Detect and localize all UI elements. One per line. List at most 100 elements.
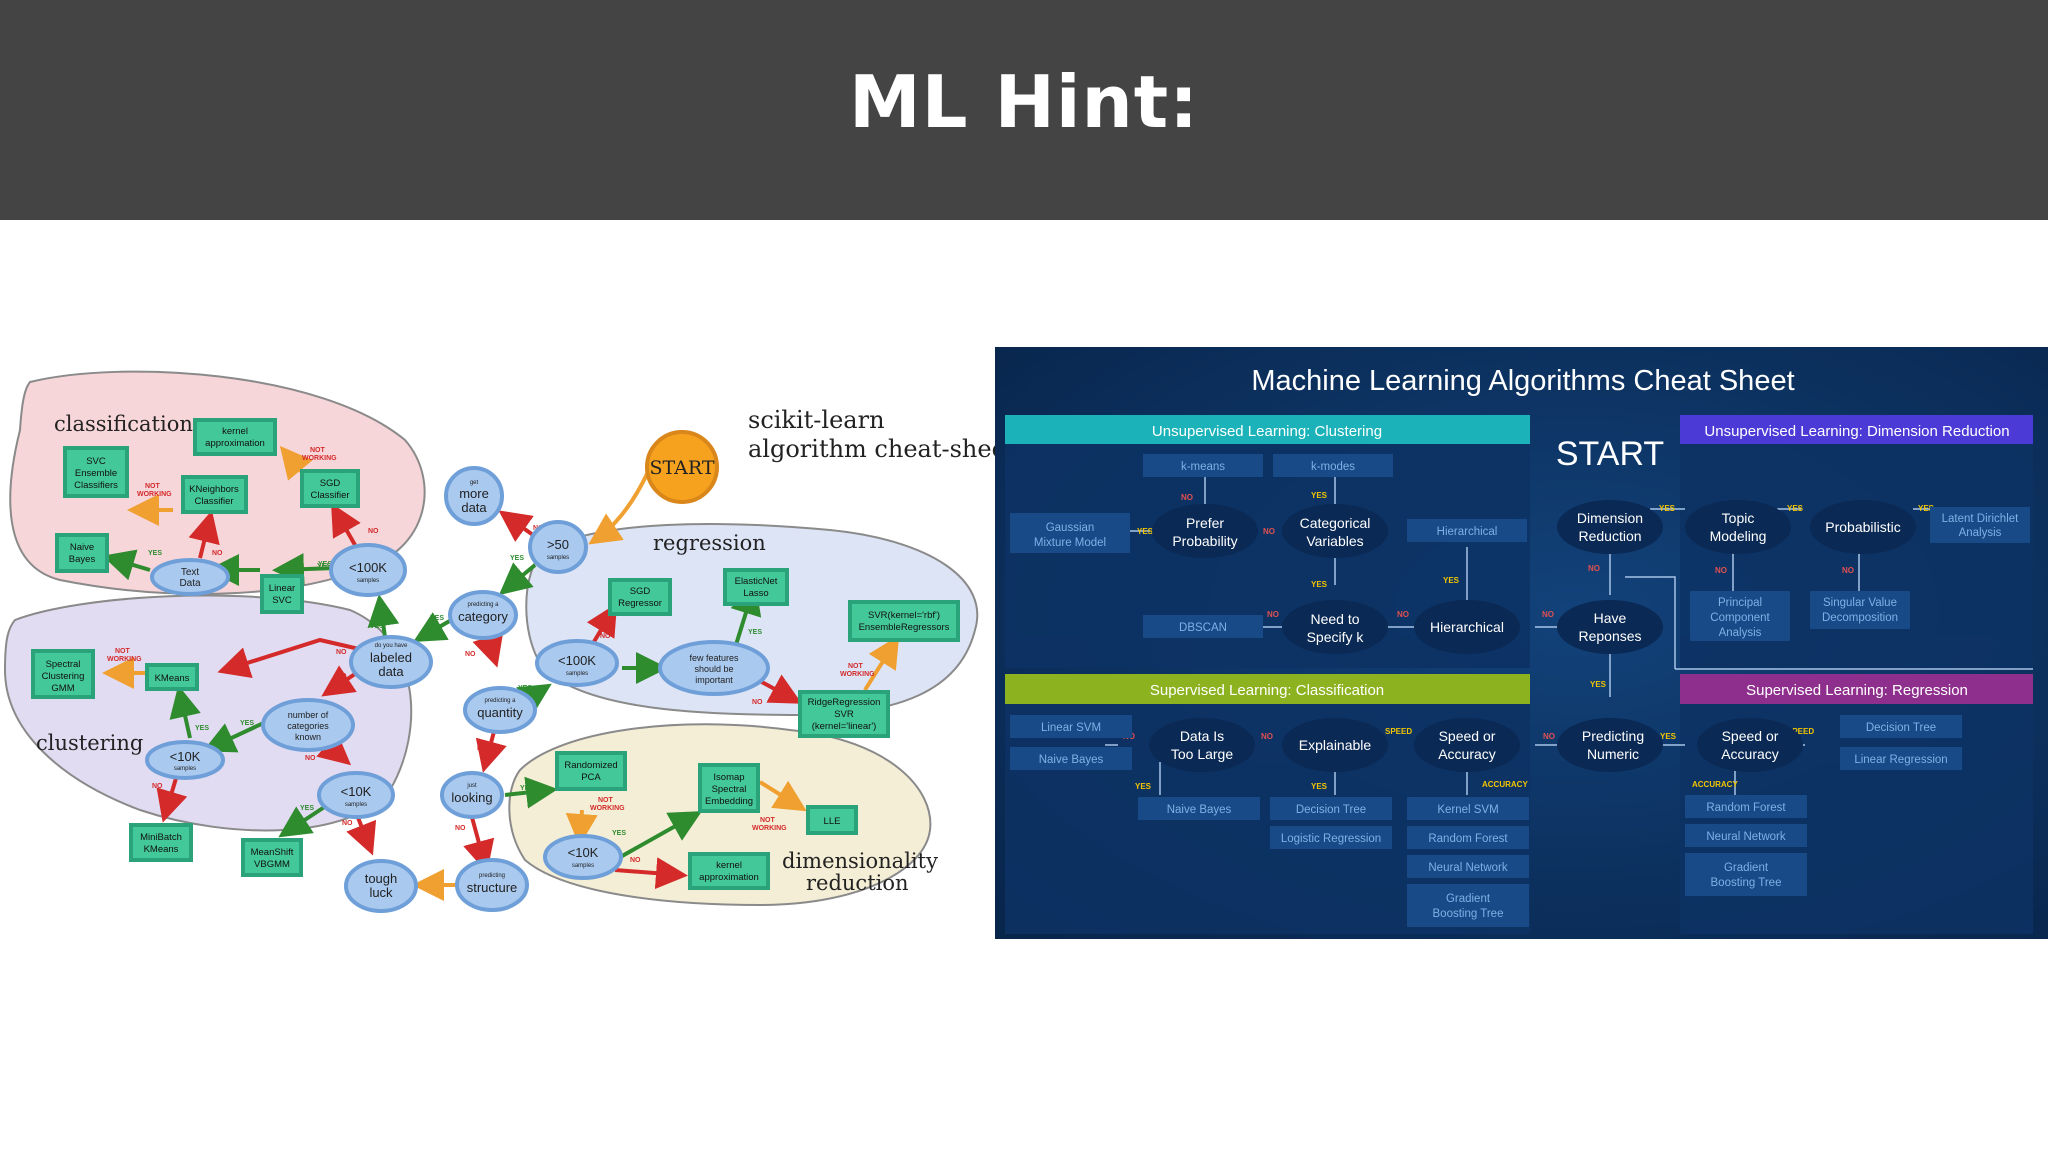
box-kneighbors <box>181 475 248 514</box>
label-no: NO <box>465 651 476 658</box>
minibatch-1: MiniBatch <box>140 832 182 843</box>
az-no: NO <box>1543 732 1555 741</box>
node-more-data <box>444 466 504 526</box>
few-features-l3: important <box>695 675 733 685</box>
kernel-approx-c-1: kernel <box>222 426 248 437</box>
num-cat-l3: known <box>295 732 321 742</box>
dimred-label-1: dimensionality <box>782 849 938 873</box>
az-yes: YES <box>1918 504 1935 513</box>
az-gbt-r-1: Gradient <box>1724 862 1769 874</box>
az-gmm-1: Gaussian <box>1046 522 1095 534</box>
sklearn-algorithm-boxes <box>31 418 960 890</box>
sgd-regressor-2: Regressor <box>618 598 662 609</box>
az-node-pred-num <box>1557 718 1663 772</box>
az-lda-1: Latent Dirichlet <box>1942 513 2020 525</box>
label-yes: YES <box>612 830 626 837</box>
label-working: WORKING <box>840 671 875 678</box>
node-labeled-data <box>349 635 433 689</box>
svc-ensemble-1: SVC <box>86 456 106 467</box>
az-box-logistic <box>1270 826 1392 849</box>
node-lt100k-classification <box>329 543 407 597</box>
az-random-forest-r: Random Forest <box>1706 802 1786 814</box>
az-dbscan: DBSCAN <box>1179 622 1227 634</box>
gt50-small: samples <box>547 555 569 561</box>
az-linear-svm: Linear SVM <box>1041 722 1101 734</box>
sklearn-box-texts: kernel approximation SVC Ensemble Classi… <box>42 426 950 883</box>
label-not: NOT <box>310 447 326 454</box>
az-neural-net-c: Neural Network <box>1428 862 1507 874</box>
box-linear-svc <box>260 574 304 614</box>
label-not: NOT <box>115 648 131 655</box>
looking-main: looking <box>451 790 492 805</box>
label-yes: YES <box>370 623 384 630</box>
az-pca-3: Analysis <box>1719 627 1762 639</box>
az-need-k-2: Specify k <box>1307 629 1365 645</box>
sklearn-start-node <box>645 430 719 504</box>
az-box-random-forest-r <box>1685 795 1807 818</box>
node-tough-luck <box>344 859 418 913</box>
box-svc-ensemble <box>63 446 129 498</box>
ridge-1: RidgeRegression <box>808 697 881 708</box>
az-yes: YES <box>1311 782 1328 791</box>
node-lt10k-dimred <box>543 834 623 880</box>
azure-box-texts: k-means k-modes Gaussian Mixture Model H… <box>1034 461 2019 920</box>
gt50-main: >50 <box>547 537 569 552</box>
az-no: NO <box>1715 566 1727 575</box>
az-speed-acc-c-2: Accuracy <box>1438 746 1496 762</box>
elasticnet-1: ElasticNet <box>735 576 778 587</box>
isomap-1: Isomap <box>713 772 744 783</box>
lt10k-cl-main: <10K <box>170 749 201 764</box>
classification-label: classification <box>54 412 193 436</box>
num-cat-l2: categories <box>287 721 329 731</box>
az-yes: YES <box>1659 504 1676 513</box>
az-box-gbt-c <box>1407 884 1529 927</box>
box-naive-bayes <box>55 533 109 573</box>
few-features-l1: few features <box>689 653 739 663</box>
labeled-l2: data <box>378 664 404 679</box>
sgd-classifier-2: Classifier <box>310 490 349 501</box>
az-node-dim-red <box>1557 500 1663 554</box>
az-lda-2: Analysis <box>1959 527 2002 539</box>
label-yes: YES <box>300 805 314 812</box>
box-lle <box>806 805 858 835</box>
header-dimred <box>1680 415 2033 444</box>
structure-main: structure <box>467 880 518 895</box>
header-dimred-text: Unsupervised Learning: Dimension Reducti… <box>1704 423 2009 440</box>
svr-rbf-1: SVR(kernel='rbf') <box>868 610 940 621</box>
lt100k-r-small: samples <box>566 671 588 677</box>
az-yes: YES <box>1443 576 1460 585</box>
az-random-forest-c: Random Forest <box>1428 833 1508 845</box>
az-accuracy: ACCURACY <box>1692 780 1738 789</box>
more-data-l1: more <box>459 486 489 501</box>
az-probabilistic: Probabilistic <box>1825 519 1900 535</box>
az-have-resp-2: Reponses <box>1578 628 1641 644</box>
az-box-naive-bayes-b <box>1138 797 1260 820</box>
label-yes: YES <box>317 563 331 570</box>
box-spectral-gmm <box>31 649 95 699</box>
label-not: NOT <box>598 797 614 804</box>
label-yes: YES <box>195 725 209 732</box>
azure-cheat-sheet: Machine Learning Algorithms Cheat Sheet … <box>995 347 2048 939</box>
az-yes: YES <box>1311 491 1328 500</box>
label-not: NOT <box>848 663 864 670</box>
azure-decision-texts: Prefer Probability Categorical Variables… <box>1171 510 1901 762</box>
az-have-resp-1: Have <box>1594 610 1627 626</box>
az-no: NO <box>1267 610 1279 619</box>
az-box-pca <box>1690 591 1790 641</box>
az-no: NO <box>1842 566 1854 575</box>
linear-svc-2: SVC <box>272 595 292 606</box>
kneighbors-2: Classifier <box>194 496 233 507</box>
az-speed-acc-r-2: Accuracy <box>1721 746 1779 762</box>
az-prefer-prob-1: Prefer <box>1186 515 1224 531</box>
az-neural-net-r: Neural Network <box>1706 831 1785 843</box>
az-data-large-1: Data Is <box>1180 728 1224 744</box>
slide-header <box>0 0 2048 220</box>
az-accuracy: ACCURACY <box>1482 780 1528 789</box>
header-regression-text: Supervised Learning: Regression <box>1746 682 1968 699</box>
sklearn-start-label: START <box>649 457 714 479</box>
az-no: NO <box>1588 564 1600 573</box>
label-yes: YES <box>520 785 534 792</box>
az-no: NO <box>1397 610 1409 619</box>
az-speed-acc-c-1: Speed or <box>1439 728 1496 744</box>
slide-title: ML Hint: <box>849 60 1199 144</box>
